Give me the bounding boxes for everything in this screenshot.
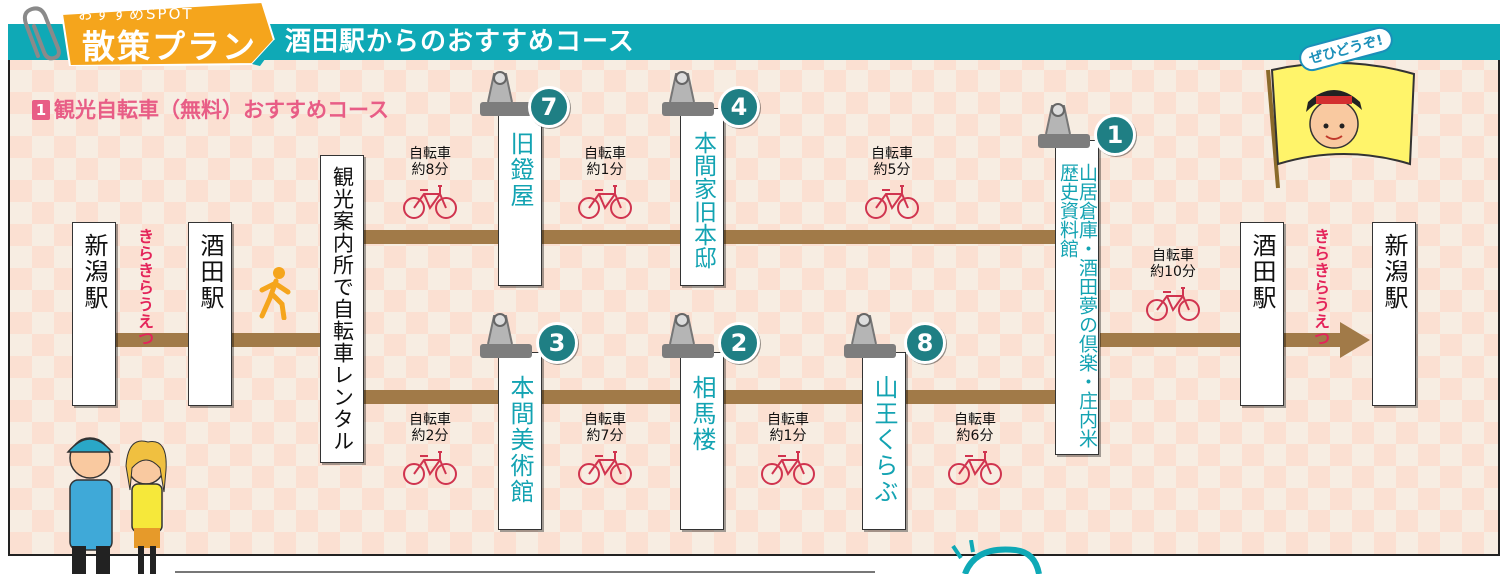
spot-1-box: 山居倉庫・酒田夢の倶楽・庄内米歴史資料館 [1055,140,1099,455]
station-sakata-left: 酒田駅 [188,222,232,406]
spot-3-box: 本間美術館 [498,352,542,530]
road-main-right [1100,333,1345,347]
leg-top3: 自転車約5分 [857,146,927,220]
bicycle-icon [578,451,632,485]
spot-4-box: 本間家旧本邸 [680,108,724,286]
section-title-text: 観光自転車（無料）おすすめコース [54,98,389,122]
leg-bot1: 自転車約2分 [395,412,465,486]
bicycle-icon [403,451,457,485]
leg-bot3: 自転車約1分 [753,412,823,486]
spot-2-box: 相馬楼 [680,352,724,530]
section-number: 1 [32,100,50,120]
station-sakata-right: 酒田駅 [1240,222,1284,406]
binder-clip-icon [662,71,714,116]
spot-4-number: 4 [718,86,760,128]
station-niigata-right: 新潟駅 [1372,222,1416,406]
leg-top2: 自転車約1分 [570,146,640,220]
spot-1-number: 1 [1094,114,1136,156]
binder-clip-icon [662,313,714,358]
leg-top1: 自転車約8分 [395,146,465,220]
bicycle-icon [403,185,457,219]
tourist-info-rental: 観光案内所で自転車レンタル [320,155,364,463]
badge-title: 散策プラン [82,27,257,66]
spot-7-box: 旧鐙屋 [498,108,542,286]
header-title: 酒田駅からのおすすめコース [285,27,635,57]
badge-subtitle: おすすめSPOT [78,5,194,23]
train-label-right: きらきらうえつ [1311,228,1330,347]
leg-bot2: 自転車約7分 [570,412,640,486]
spot-2-number: 2 [718,322,760,364]
station-niigata-left: 新潟駅 [72,222,116,406]
divider-line [175,571,875,573]
binder-clip-icon [480,71,532,116]
tourists-illustration [66,437,167,574]
spot-8-number: 8 [904,322,946,364]
binder-clip-icon [1038,103,1090,148]
train-label-left: きらきらうえつ [135,228,154,347]
badge-background [60,0,275,66]
bicycle-icon [948,451,1002,485]
bicycle-icon [865,185,919,219]
spot-8-box: 山王くらぶ [862,352,906,530]
arrow-right-icon [1340,322,1370,358]
bicycle-icon [578,185,632,219]
decorative-swirl-icon [951,540,1042,574]
leg-bot4: 自転車約6分 [940,412,1010,486]
bicycle-icon [761,451,815,485]
binder-clip-icon [844,313,896,358]
spot-3-number: 3 [536,322,578,364]
walking-person-icon [259,267,291,320]
bicycle-icon [1146,287,1200,321]
spot-7-number: 7 [528,86,570,128]
paperclip-icon [22,6,61,61]
binder-clip-icon [480,313,532,358]
leg-mid: 自転車約10分 [1138,248,1208,322]
